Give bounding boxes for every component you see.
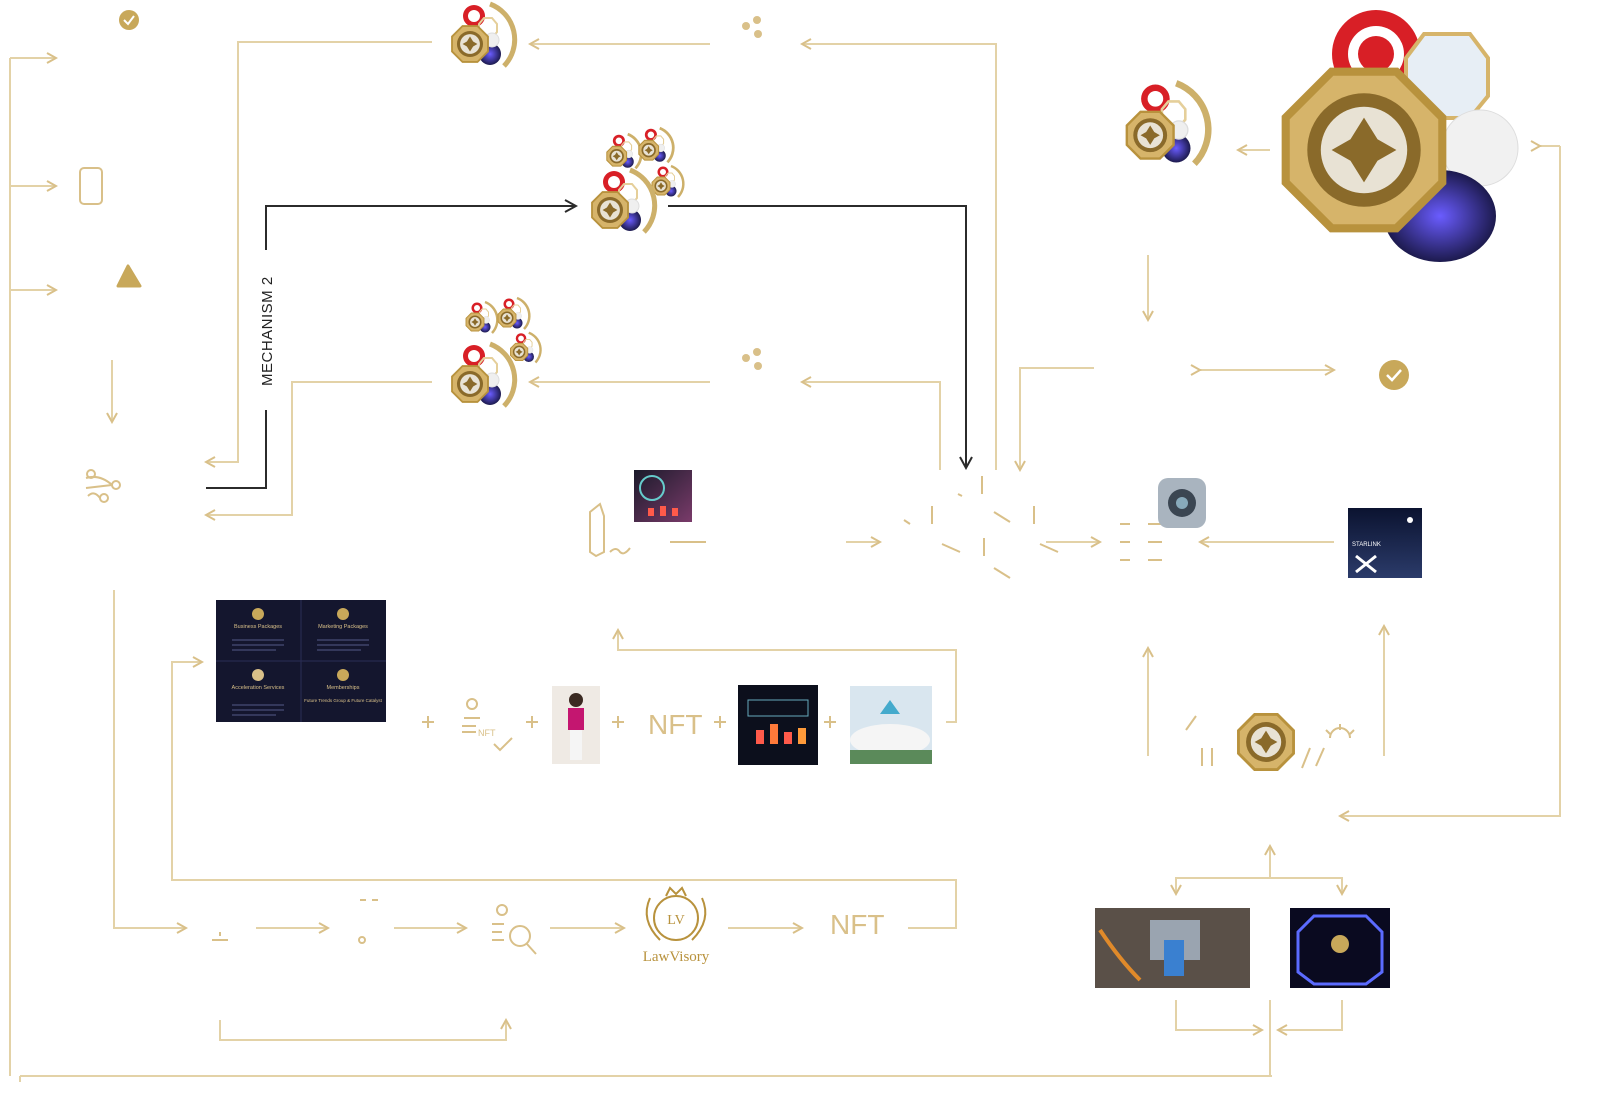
- phone-icon: [79, 167, 103, 205]
- dots-icon: [358, 899, 378, 944]
- nft-label-row: NFT: [648, 709, 702, 740]
- person-photo: [552, 686, 600, 764]
- big-coin-cluster: [1286, 10, 1519, 262]
- mechanism-2-path: [206, 206, 966, 489]
- lawvisory-logo: LV LawVisory: [643, 886, 710, 965]
- list-lines-icon: [1120, 523, 1162, 561]
- plus-icons: [422, 716, 836, 728]
- upload-icon: [212, 932, 228, 941]
- metaverse-scene-image: [850, 686, 932, 764]
- package-title-marketing: Marketing Packages: [318, 624, 368, 630]
- sparkle-icon-right: [1301, 724, 1355, 769]
- starlink-label: STARLINK: [1352, 542, 1381, 548]
- lawvisory-label: LawVisory: [643, 949, 710, 965]
- octagon-coin-icon: [1237, 713, 1295, 771]
- sparkle-icon-left: [1185, 715, 1213, 766]
- user-nft-check-icon: NFT: [462, 698, 513, 752]
- mechanism-label: MECHANISM 2: [259, 276, 276, 386]
- device-case-photo: [1290, 908, 1390, 988]
- blockchain-burst-icon: [903, 476, 1059, 579]
- coin-cluster-top: [452, 4, 515, 66]
- package-subtitle-memberships: Future Trends Group & Future Catalyst: [304, 698, 383, 703]
- triangle-icon: [116, 264, 142, 288]
- machinery-photo: [1095, 908, 1250, 988]
- check-circle-icon-right: [1379, 360, 1409, 390]
- nft-label-bottom: NFT: [830, 909, 884, 940]
- coin-cluster-group-middle: [452, 298, 541, 406]
- package-title-acceleration: Acceleration Services: [232, 685, 285, 691]
- mini-coins-top: [742, 16, 762, 38]
- coin-cluster-group-middle-top: [592, 128, 683, 232]
- network-nodes-icon: [85, 469, 121, 503]
- starlink-thumbnail: STARLINK: [1348, 508, 1422, 578]
- nft-thumbnail: [634, 470, 692, 522]
- user-search-icon: [492, 904, 537, 955]
- lawvisory-monogram: LV: [667, 913, 684, 928]
- coin-cluster-right: [1127, 83, 1208, 164]
- check-circle-icon: [119, 10, 139, 30]
- device-thumbnail: [1158, 478, 1206, 528]
- svg-text:NFT: NFT: [478, 728, 496, 738]
- package-title-business: Business Packages: [234, 624, 282, 630]
- package-title-memberships: Memberships: [326, 685, 359, 691]
- gold-connectors: [9, 42, 1561, 1082]
- mini-coins-middle: [742, 348, 762, 370]
- nft-art-image: [738, 685, 818, 765]
- pen-signature-icon: [589, 502, 706, 558]
- packages-card: Business Packages Marketing Packages Acc…: [216, 600, 386, 722]
